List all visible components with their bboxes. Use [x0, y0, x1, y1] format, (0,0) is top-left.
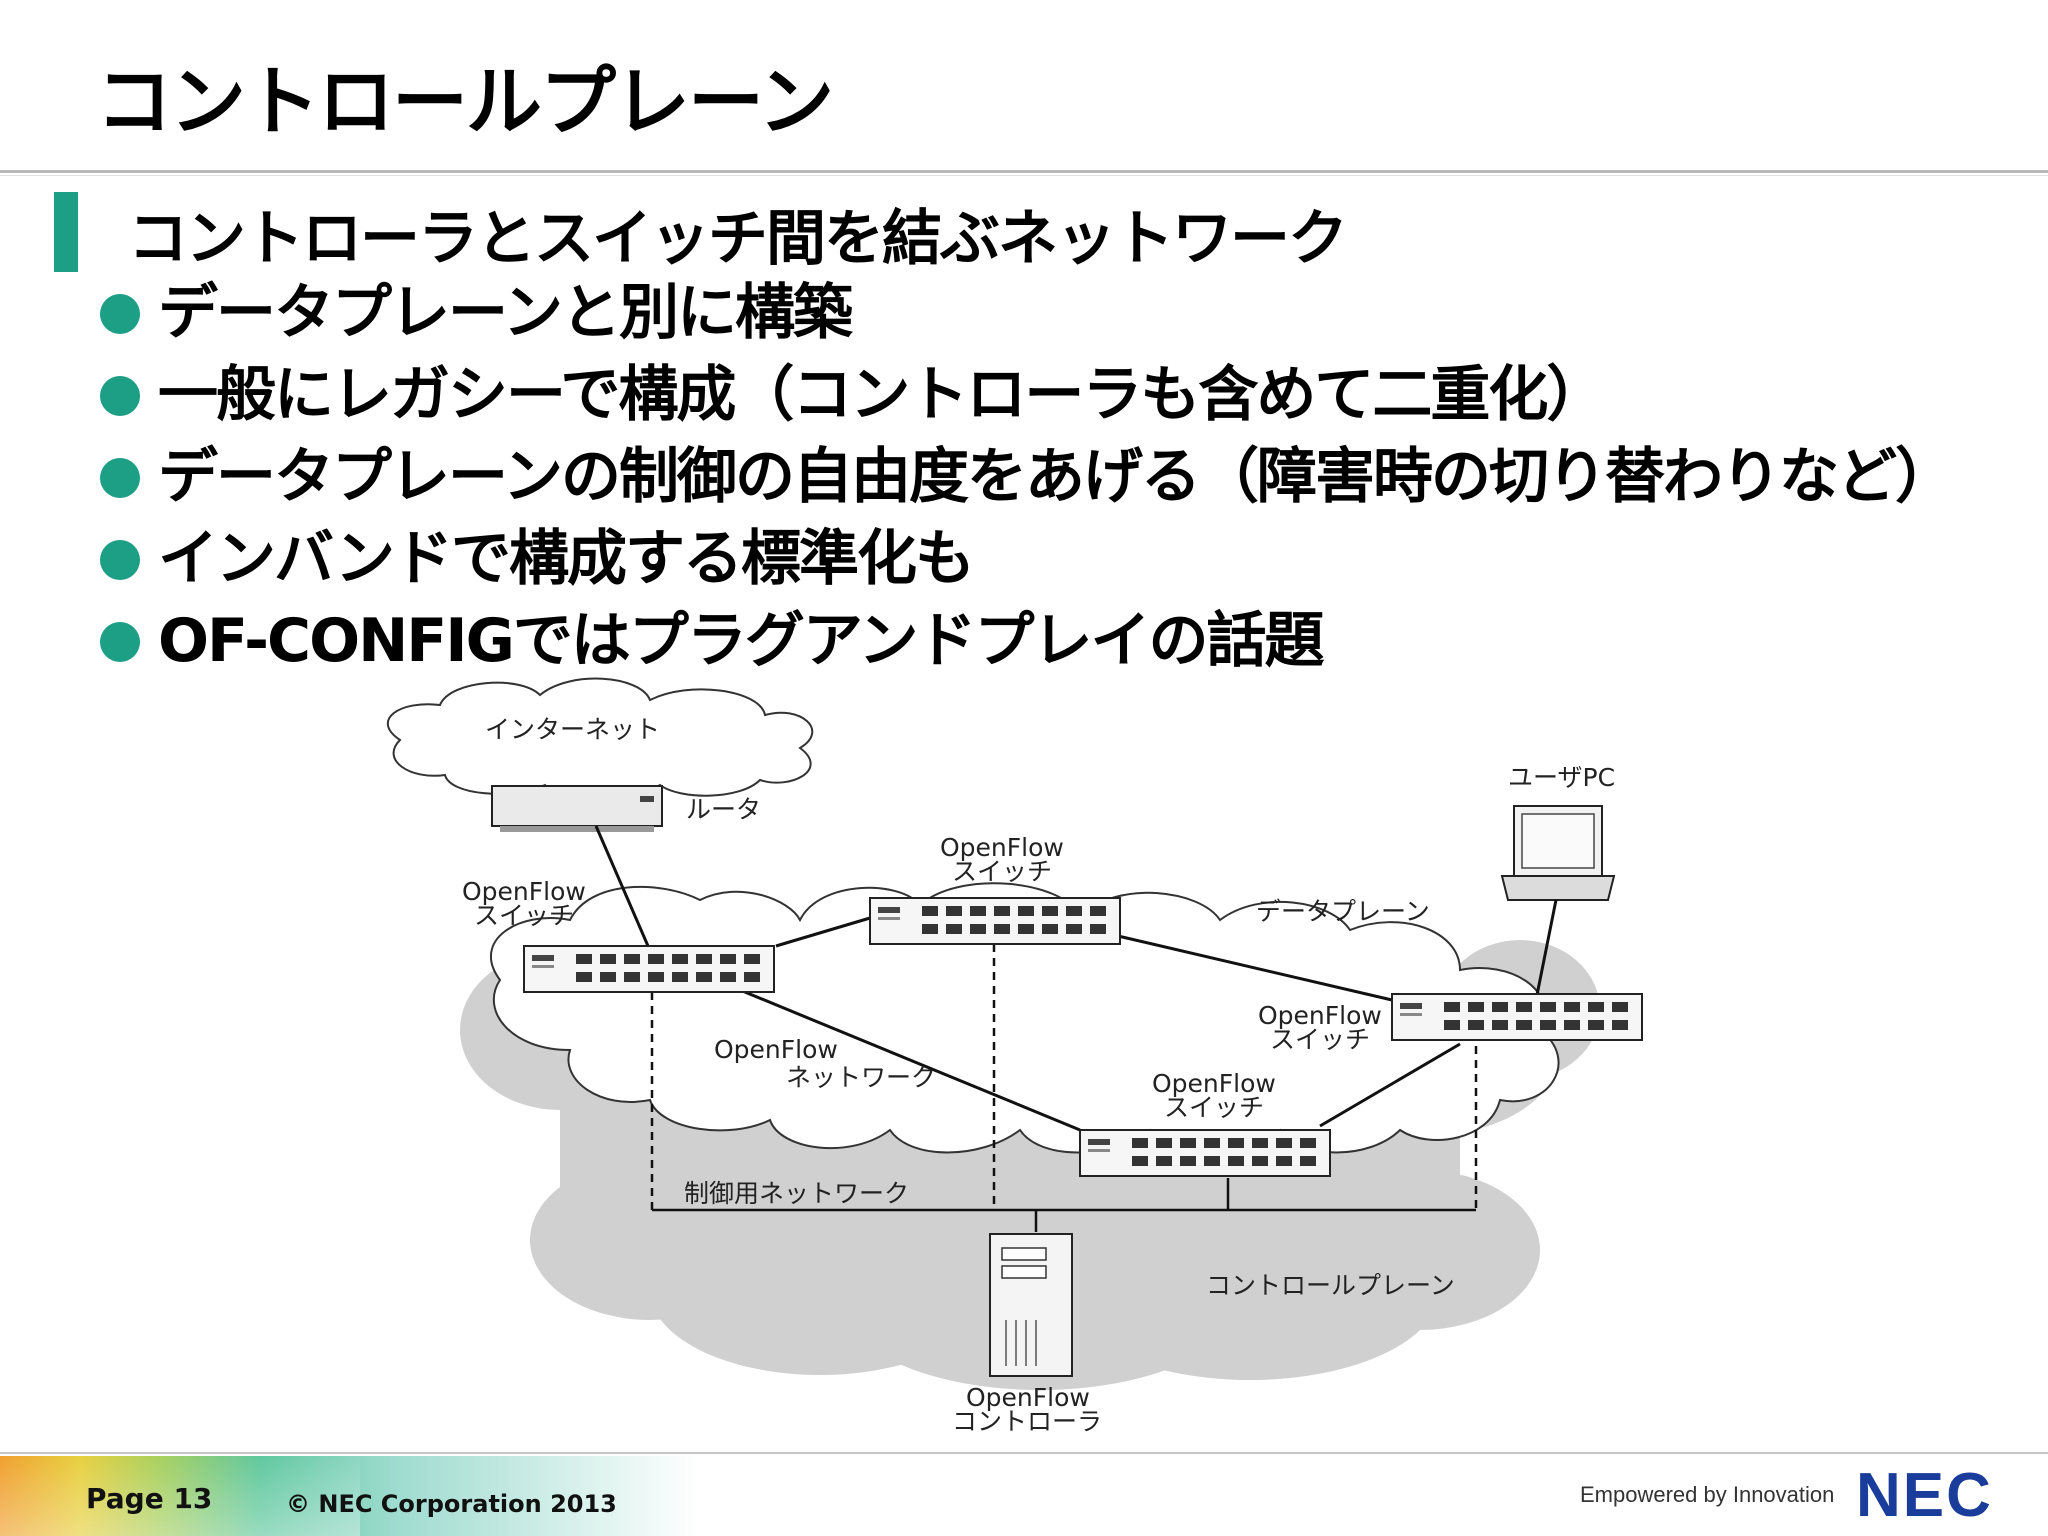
- controller-label-line1: OpenFlow: [966, 1383, 1090, 1412]
- server-icon: [989, 1233, 1073, 1377]
- bullet-text: インバンドで構成する標準化も: [158, 524, 975, 594]
- openflow-switch-bottom: [1079, 1129, 1331, 1177]
- footer-divider: [0, 1452, 2048, 1454]
- controller-label-line2: コントローラ: [952, 1407, 1102, 1436]
- subheading: コントローラとスイッチ間を結ぶネットワーク: [128, 204, 1348, 274]
- footer-decoration: [0, 1456, 1000, 1536]
- tagline: Empowered by Innovation: [1580, 1482, 1835, 1507]
- bullet-item: OF-CONFIGではプラグアンドプレイの話題: [100, 600, 1953, 682]
- page-number: Page 13: [86, 1482, 213, 1515]
- bullet-dot-icon: [100, 622, 140, 662]
- slide-title: コントロールプレーン: [96, 57, 834, 146]
- title-divider-shadow: [0, 175, 2048, 176]
- bullet-item: 一般にレガシーで構成（コントローラも含めて二重化）: [100, 354, 1953, 436]
- copyright: © NEC Corporation 2013: [286, 1490, 617, 1518]
- switch-label-right-line1: OpenFlow: [1258, 1001, 1382, 1030]
- openflow-network-label-line1: OpenFlow: [714, 1035, 838, 1064]
- openflow-switch-right: [1391, 993, 1643, 1041]
- bullet-item: インバンドで構成する標準化も: [100, 518, 1953, 600]
- title-divider: [0, 170, 2048, 173]
- bullet-text: OF-CONFIGではプラグアンドプレイの話題: [158, 606, 1324, 676]
- switch-label-top-line1: OpenFlow: [940, 833, 1064, 862]
- bullet-dot-icon: [100, 376, 140, 416]
- user-pc-label: ユーザPC: [1508, 763, 1615, 792]
- openflow-switch-left: [523, 945, 775, 993]
- switch-label-left-line1: OpenFlow: [462, 877, 586, 906]
- control-network-label: 制御用ネットワーク: [684, 1179, 909, 1208]
- control-links: [650, 944, 1478, 1232]
- router-label: ルータ: [686, 795, 761, 824]
- openflow-switch-top: [869, 897, 1121, 945]
- bullet-dot-icon: [100, 294, 140, 334]
- data-links: [594, 825, 1558, 1132]
- router-icon: [491, 785, 663, 832]
- laptop-icon: [1500, 805, 1616, 901]
- footer-decoration-overlay: [0, 1456, 360, 1536]
- control-plane-label: コントロールプレーン: [1206, 1271, 1455, 1300]
- switch-label-top-line2: スイッチ: [952, 857, 1052, 886]
- switch-label-bottom-line1: OpenFlow: [1152, 1069, 1276, 1098]
- bullet-text: 一般にレガシーで構成（コントローラも含めて二重化）: [158, 360, 1606, 430]
- bullet-dot-icon: [100, 458, 140, 498]
- bullet-text: データプレーンと別に構築: [158, 278, 853, 348]
- switch-label-bottom-line2: スイッチ: [1164, 1093, 1264, 1122]
- bullet-item: データプレーンと別に構築: [100, 272, 1953, 354]
- switch-label-right-line2: スイッチ: [1270, 1025, 1370, 1054]
- data-plane-label: データプレーン: [1256, 897, 1430, 926]
- subheading-marker: [54, 192, 78, 272]
- internet-label: インターネット: [485, 715, 660, 744]
- bullet-dot-icon: [100, 540, 140, 580]
- bullet-item: データプレーンの制御の自由度をあげる（障害時の切り替わりなど）: [100, 436, 1955, 518]
- openflow-network-label-line2: ネットワーク: [786, 1063, 936, 1092]
- bullet-text: データプレーンの制御の自由度をあげる（障害時の切り替わりなど）: [158, 442, 1955, 512]
- bullet-list: データプレーンと別に構築 一般にレガシーで構成（コントローラも含めて二重化） デ…: [100, 272, 1955, 682]
- nec-logo: NEC: [1856, 1461, 1993, 1530]
- switch-label-left-line2: スイッチ: [474, 901, 574, 930]
